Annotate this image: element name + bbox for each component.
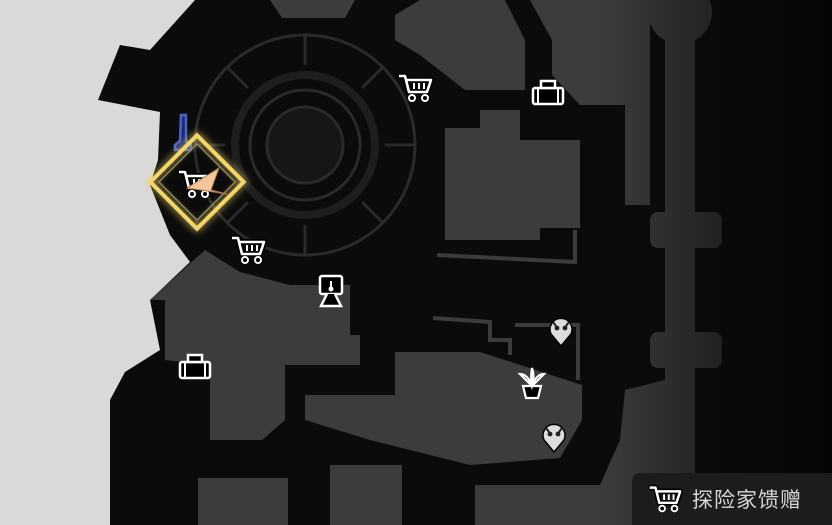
shop-cart-marker[interactable] (232, 238, 264, 263)
lamp-icon (318, 274, 344, 308)
player-arrow-icon (185, 166, 228, 195)
owl-marker[interactable] (549, 317, 573, 347)
chest-marker[interactable] (531, 79, 565, 106)
plant-icon (517, 367, 547, 400)
cart-icon (232, 238, 264, 263)
cart-icon (646, 482, 684, 516)
circular-plaza (193, 33, 417, 257)
terrain-area (0, 0, 195, 525)
owl-pin-icon (549, 317, 573, 347)
paths (432, 230, 580, 380)
chest-icon (531, 79, 565, 106)
legend-label: 探险家馈赠 (692, 488, 802, 512)
lamp-marker[interactable] (318, 274, 344, 308)
plant-marker[interactable] (517, 367, 547, 400)
map-edge-fade (600, 0, 832, 525)
player-marker (147, 132, 247, 232)
legend-explorer-gift[interactable]: 探险家馈赠 (632, 473, 832, 525)
